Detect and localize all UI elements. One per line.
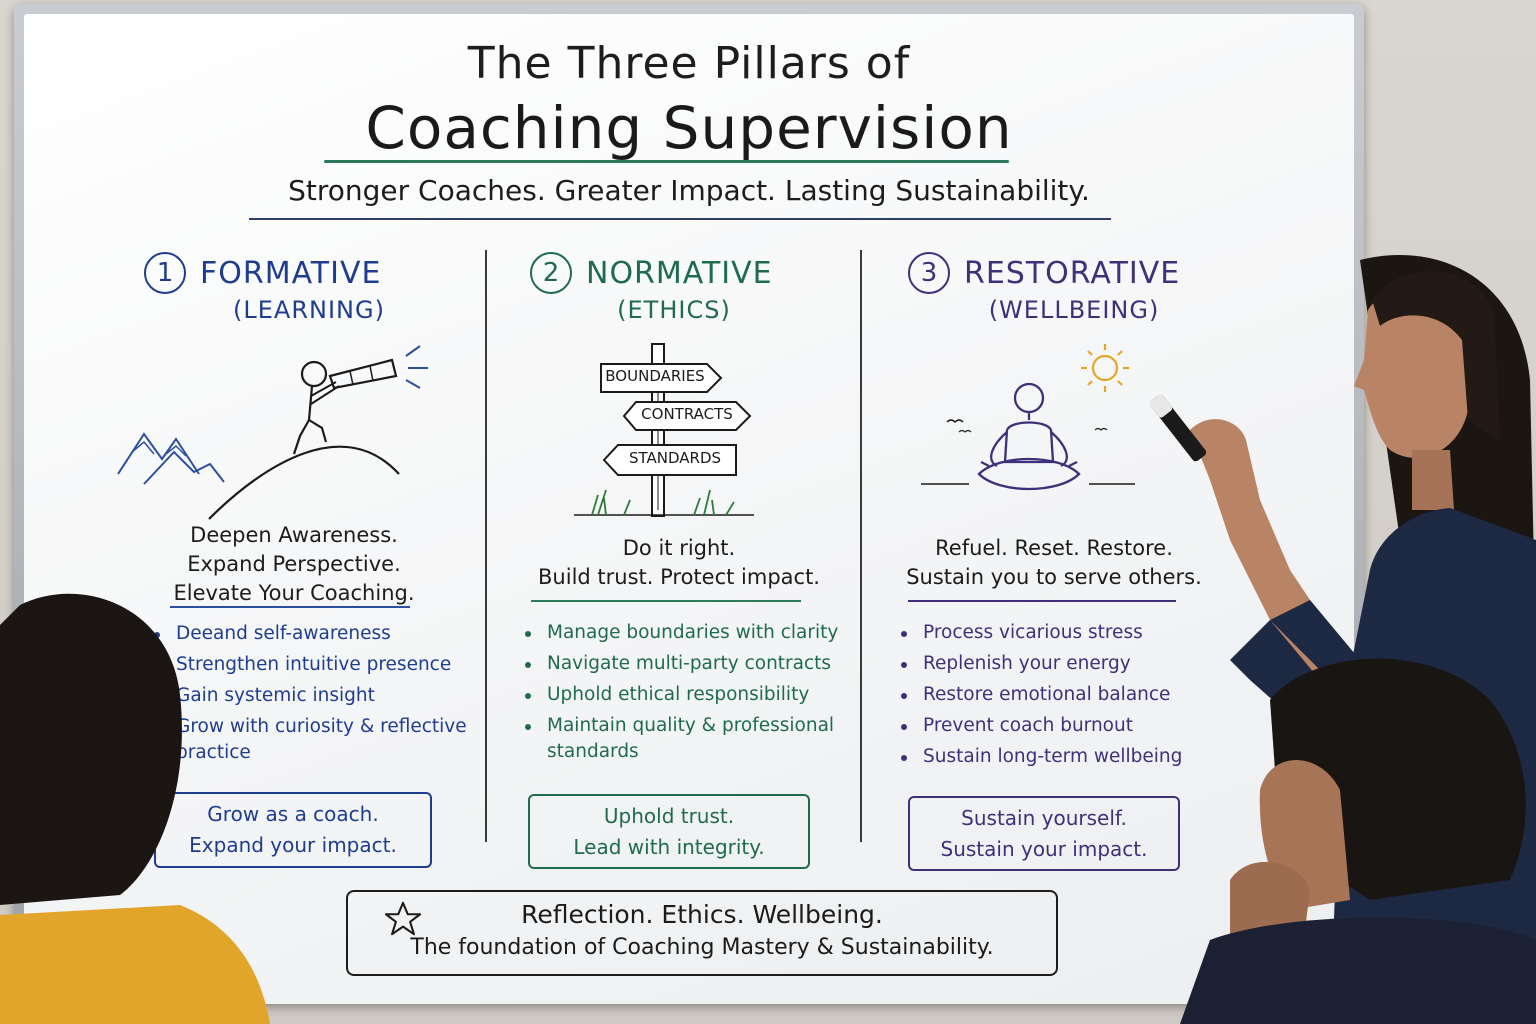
summary-line: Lead with integrity. xyxy=(573,835,765,859)
list-item: Deeand self-awareness xyxy=(150,621,470,647)
tagline-underline xyxy=(531,600,801,602)
tagline-line: Deepen Awareness. xyxy=(190,523,398,547)
pillar-name: NORMATIVE xyxy=(586,255,773,291)
pillar-name: RESTORATIVE xyxy=(964,255,1181,291)
footer-line-1: Reflection. Ethics. Wellbeing. xyxy=(521,900,883,929)
pillar-subtitle: (LEARNING) xyxy=(233,296,385,324)
summary-line: Expand your impact. xyxy=(189,833,397,857)
pillar-number-badge: 1 xyxy=(144,252,186,294)
tagline-line: Build trust. Protect impact. xyxy=(538,565,820,589)
sign-label: CONTRACTS xyxy=(641,405,733,423)
summary-line: Uphold trust. xyxy=(603,804,735,828)
pillar-restorative-bullets: Process vicarious stress Replenish your … xyxy=(897,620,1217,775)
star-icon xyxy=(384,901,422,936)
pillar-formative-tagline: Deepen Awareness. Expand Perspective. El… xyxy=(124,521,464,608)
pillar-normative-header: 2 NORMATIVE xyxy=(530,252,773,294)
list-item: Grow with curiosity & reflective practic… xyxy=(150,714,470,766)
sun-icon xyxy=(1081,344,1129,392)
summary-line: Sustain your impact. xyxy=(940,837,1148,861)
list-item: Prevent coach burnout xyxy=(897,713,1217,739)
list-item: Uphold ethical responsibility xyxy=(521,682,841,708)
page-title: Coaching Supervision xyxy=(365,94,1013,162)
column-divider-1 xyxy=(485,250,487,842)
pillar-formative-header: 1 FORMATIVE xyxy=(144,252,381,294)
tagline-line: Expand Perspective. xyxy=(187,552,401,576)
pillar-number-badge: 3 xyxy=(908,252,950,294)
list-item: Maintain quality & professional standard… xyxy=(521,713,841,765)
tagline-underline xyxy=(908,600,1176,602)
list-item: Navigate multi-party contracts xyxy=(521,651,841,677)
subtitle-underline xyxy=(249,218,1111,220)
arrow-sign-right-icon xyxy=(600,363,723,393)
tagline-line: Refuel. Reset. Restore. xyxy=(935,536,1173,560)
pillar-number-badge: 2 xyxy=(530,252,572,294)
list-item: Restore emotional balance xyxy=(897,682,1217,708)
telescope-on-hill-icon xyxy=(117,345,428,520)
pillar-subtitle: (ETHICS) xyxy=(617,296,731,324)
whiteboard: The Three Pillars of Coaching Supervisio… xyxy=(24,14,1354,1004)
meditation-figure-icon xyxy=(921,344,1135,491)
subtitle: Stronger Coaches. Greater Impact. Lastin… xyxy=(288,174,1090,207)
list-item: Manage boundaries with clarity xyxy=(521,620,841,646)
list-item: Process vicarious stress xyxy=(897,620,1217,646)
pillar-normative-summary-box: Uphold trust. Lead with integrity. xyxy=(528,794,810,869)
list-item: Replenish your energy xyxy=(897,651,1217,677)
audience-member-right xyxy=(1180,658,1536,1024)
tagline-line: Do it right. xyxy=(622,536,736,560)
pillar-normative-tagline: Do it right. Build trust. Protect impact… xyxy=(514,534,844,592)
title-line-1: The Three Pillars of xyxy=(467,38,911,89)
sign-boundaries: BOUNDARIES xyxy=(599,362,724,394)
footer-box: Reflection. Ethics. Wellbeing. The found… xyxy=(346,890,1058,976)
pillar-restorative-summary-box: Sustain yourself. Sustain your impact. xyxy=(908,796,1180,871)
summary-line: Grow as a coach. xyxy=(207,802,379,826)
pillar-restorative-header: 3 RESTORATIVE xyxy=(908,252,1180,294)
tagline-line: Sustain you to serve others. xyxy=(906,565,1202,589)
tagline-underline xyxy=(170,606,410,608)
pillar-formative-bullets: Deeand self-awareness Strengthen intuiti… xyxy=(150,621,470,771)
pillar-normative-bullets: Manage boundaries with clarity Navigate … xyxy=(521,620,841,770)
sign-contracts: CONTRACTS xyxy=(622,400,752,432)
pillar-formative-summary-box: Grow as a coach. Expand your impact. xyxy=(154,792,432,868)
arrow-sign-double-icon xyxy=(622,401,752,431)
arrow-sign-left-icon xyxy=(602,444,737,476)
title-underline xyxy=(324,160,1009,163)
pillar-name: FORMATIVE xyxy=(200,255,382,291)
sign-label: BOUNDARIES xyxy=(605,367,705,385)
pillar-restorative-tagline: Refuel. Reset. Restore. Sustain you to s… xyxy=(889,534,1219,592)
summary-line: Sustain yourself. xyxy=(961,806,1127,830)
sign-standards: STANDARDS xyxy=(602,443,738,477)
audience-member-left xyxy=(0,593,270,1024)
footer-line-2: The foundation of Coaching Mastery & Sus… xyxy=(410,935,994,960)
sign-label: STANDARDS xyxy=(628,449,722,467)
list-item: Sustain long-term wellbeing xyxy=(897,744,1217,770)
column-divider-2 xyxy=(860,250,862,842)
tagline-line: Elevate Your Coaching. xyxy=(173,581,415,605)
pillar-subtitle: (WELLBEING) xyxy=(988,296,1160,324)
